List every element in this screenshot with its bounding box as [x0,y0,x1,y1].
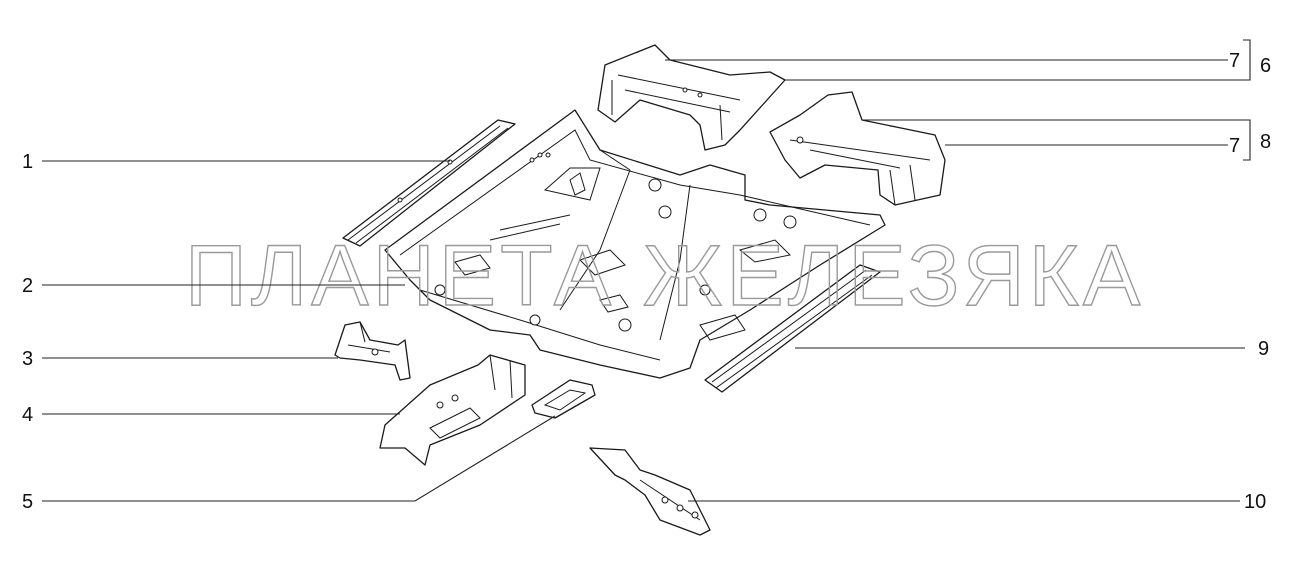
callout-10: 10 [1244,491,1266,513]
callout-labels: 1 2 3 4 5 7 6 7 8 9 10 [22,50,1271,513]
callout-8: 8 [1260,131,1271,153]
part-9-right-sill-reinforcement [704,264,881,393]
callout-6: 6 [1260,55,1271,77]
part-8-cross-member [769,91,946,206]
part-6-cross-member [597,44,786,151]
callout-7-upper: 7 [1229,50,1240,72]
part-10-bracket [589,447,711,536]
part-2-floor-panel [384,109,886,379]
leader-5 [42,415,556,502]
callout-7-lower: 7 [1229,135,1240,157]
part-1-left-sill-reinforcement [342,119,516,247]
bracket-8 [1243,119,1251,161]
callout-3: 3 [22,348,33,370]
callout-9: 9 [1258,338,1269,360]
callout-2: 2 [22,275,33,297]
watermark-text: ПЛАНЕТА ЖЕЛЕЗЯКА [185,228,1144,324]
callout-4: 4 [22,404,33,426]
part-4-tunnel-reinforcement [379,354,526,466]
bracket-6 [1243,39,1251,81]
part-5-plate [531,379,596,419]
callout-5: 5 [22,491,33,513]
part-3-bracket [334,321,411,381]
leader-lines [42,39,1251,502]
callout-1: 1 [22,151,33,173]
